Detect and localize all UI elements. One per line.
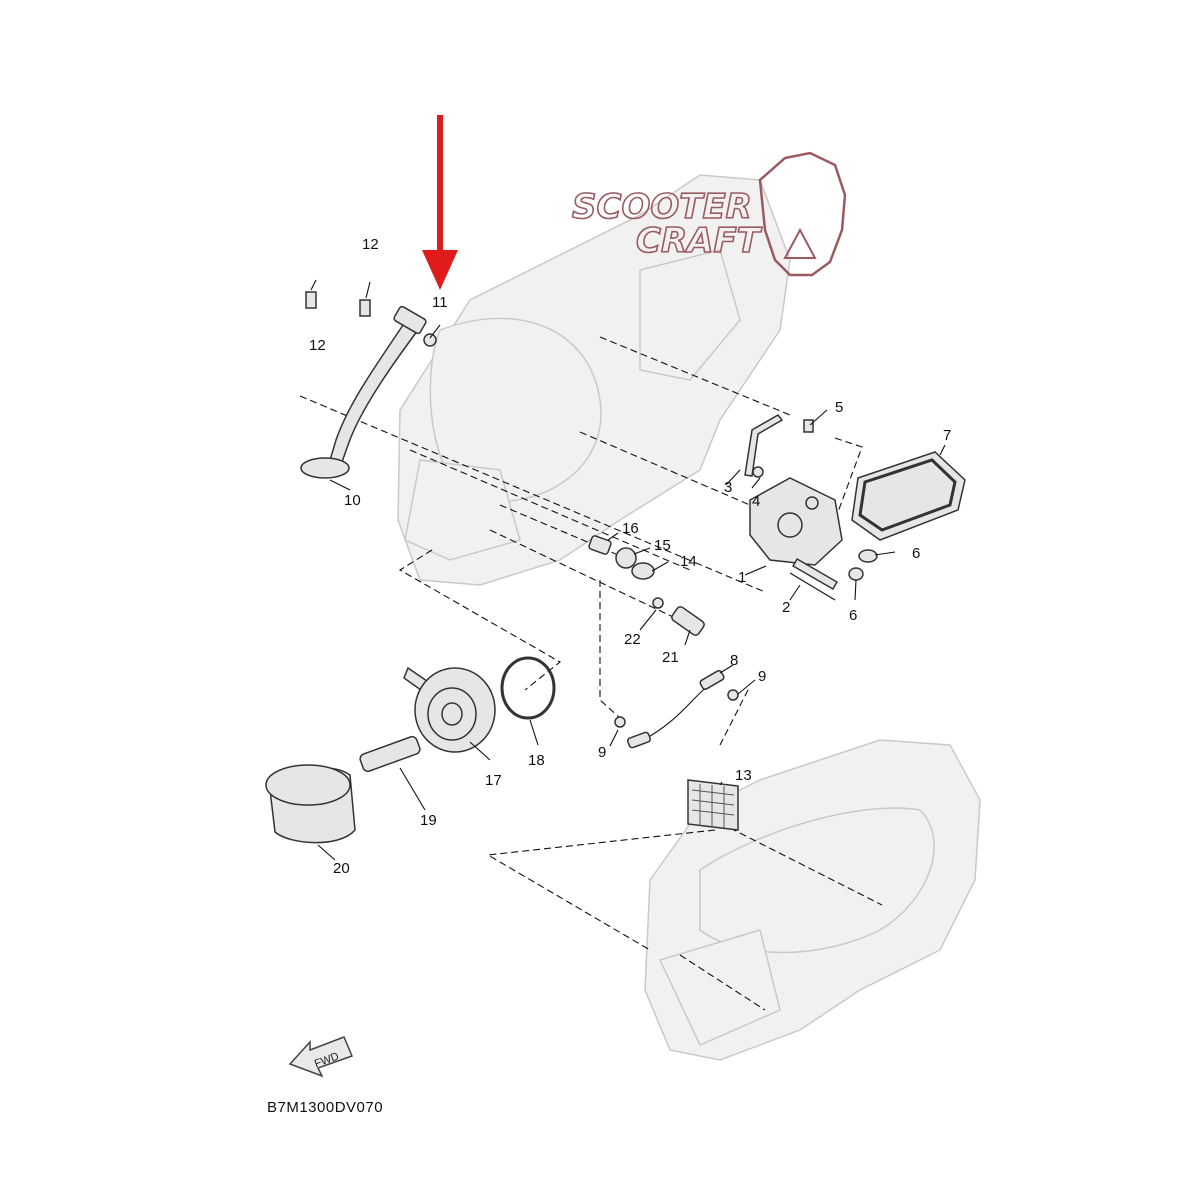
callout-22: 22	[624, 631, 641, 648]
callout-15: 15	[654, 537, 671, 554]
callout-4: 4	[752, 493, 760, 510]
callout-21: 21	[662, 649, 679, 666]
callout-20: 20	[333, 860, 350, 877]
crankcase-ghost	[397, 174, 791, 586]
oil-strainer-assembly	[300, 291, 437, 479]
logo-line-1: SCOOTER	[572, 187, 752, 227]
red-pointer-arrow	[422, 115, 458, 290]
callout-1: 1	[738, 569, 746, 586]
transmission-case-ghost	[644, 739, 981, 1061]
callout-14: 14	[680, 553, 697, 570]
diagram-code: B7M1300DV070	[267, 1099, 383, 1116]
oil-pump-assembly	[744, 414, 966, 601]
oil-hose-assembly	[614, 670, 739, 749]
strainer-screen	[687, 779, 739, 831]
callout-numbers: 1 2 3 4 5 6 6 7 8 9 9 10 11 12 12 13 14 …	[309, 236, 951, 877]
callout-16: 16	[622, 520, 639, 537]
helmet-icon	[758, 151, 847, 277]
callout-17: 17	[485, 772, 502, 789]
relief-valve-assembly	[588, 535, 705, 636]
callout-12b: 12	[309, 337, 326, 354]
scooter-craft-logo: SCOOTER CRAFT	[571, 151, 847, 277]
callout-9b: 9	[598, 744, 606, 761]
callout-5: 5	[835, 399, 843, 416]
callout-10: 10	[344, 492, 361, 509]
callout-11: 11	[432, 294, 448, 311]
callout-3: 3	[724, 479, 732, 496]
callout-13: 13	[735, 767, 752, 784]
fwd-arrow: FWD	[288, 1036, 354, 1078]
callout-19: 19	[420, 812, 437, 829]
callout-6b: 6	[849, 607, 857, 624]
callout-7: 7	[943, 427, 951, 444]
oil-filter-assembly	[265, 656, 556, 844]
logo-line-2: CRAFT	[636, 221, 763, 261]
callout-9a: 9	[758, 668, 766, 685]
callout-8: 8	[730, 652, 738, 669]
callout-18: 18	[528, 752, 545, 769]
callout-2: 2	[782, 599, 790, 616]
callout-leaders	[310, 279, 946, 861]
callout-12a: 12	[362, 236, 379, 253]
callout-6a: 6	[912, 545, 920, 562]
